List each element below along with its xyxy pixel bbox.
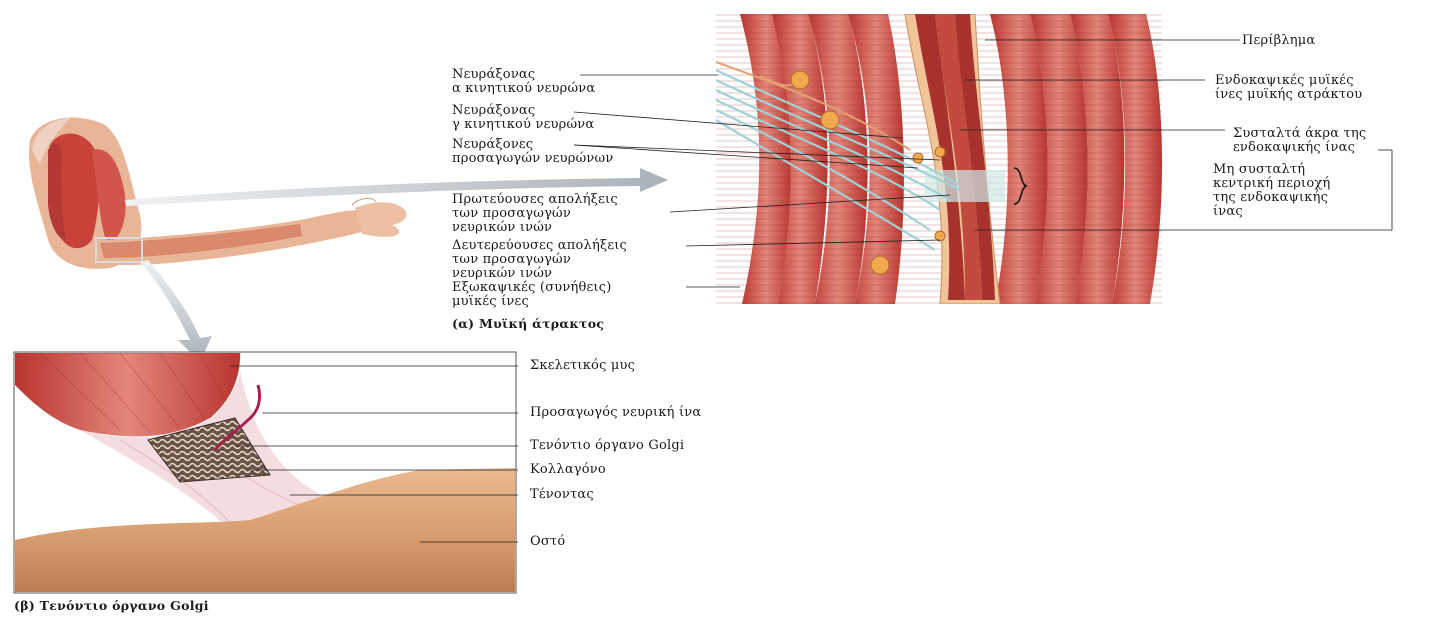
label-extrafusal-fibers: Εξωκαψικές (συνήθεις)μυϊκές ίνες [452,281,611,309]
label-skeletal-muscle: Σκελετικός μυς [530,359,635,373]
label-tendon: Τένοντας [530,488,594,502]
label-golgi-organ: Τενόντιο όργανο Golgi [530,439,684,453]
label-collagen: Κολλαγόνο [530,463,606,477]
muscle-spindle-illustration [574,14,1392,304]
golgi-tendon-illustration [14,352,518,593]
caption-muscle-spindle: (α) Μυϊκή άτρακτος [452,316,604,331]
label-bone: Οστό [530,535,565,549]
caption-golgi-tendon-organ: (β) Τενόντιο όργανο Golgi [14,598,209,613]
label-afferent-fiber: Προσαγωγός νευρική ίνα [530,406,701,420]
label-capsule: Περίβλημα [1242,34,1315,48]
